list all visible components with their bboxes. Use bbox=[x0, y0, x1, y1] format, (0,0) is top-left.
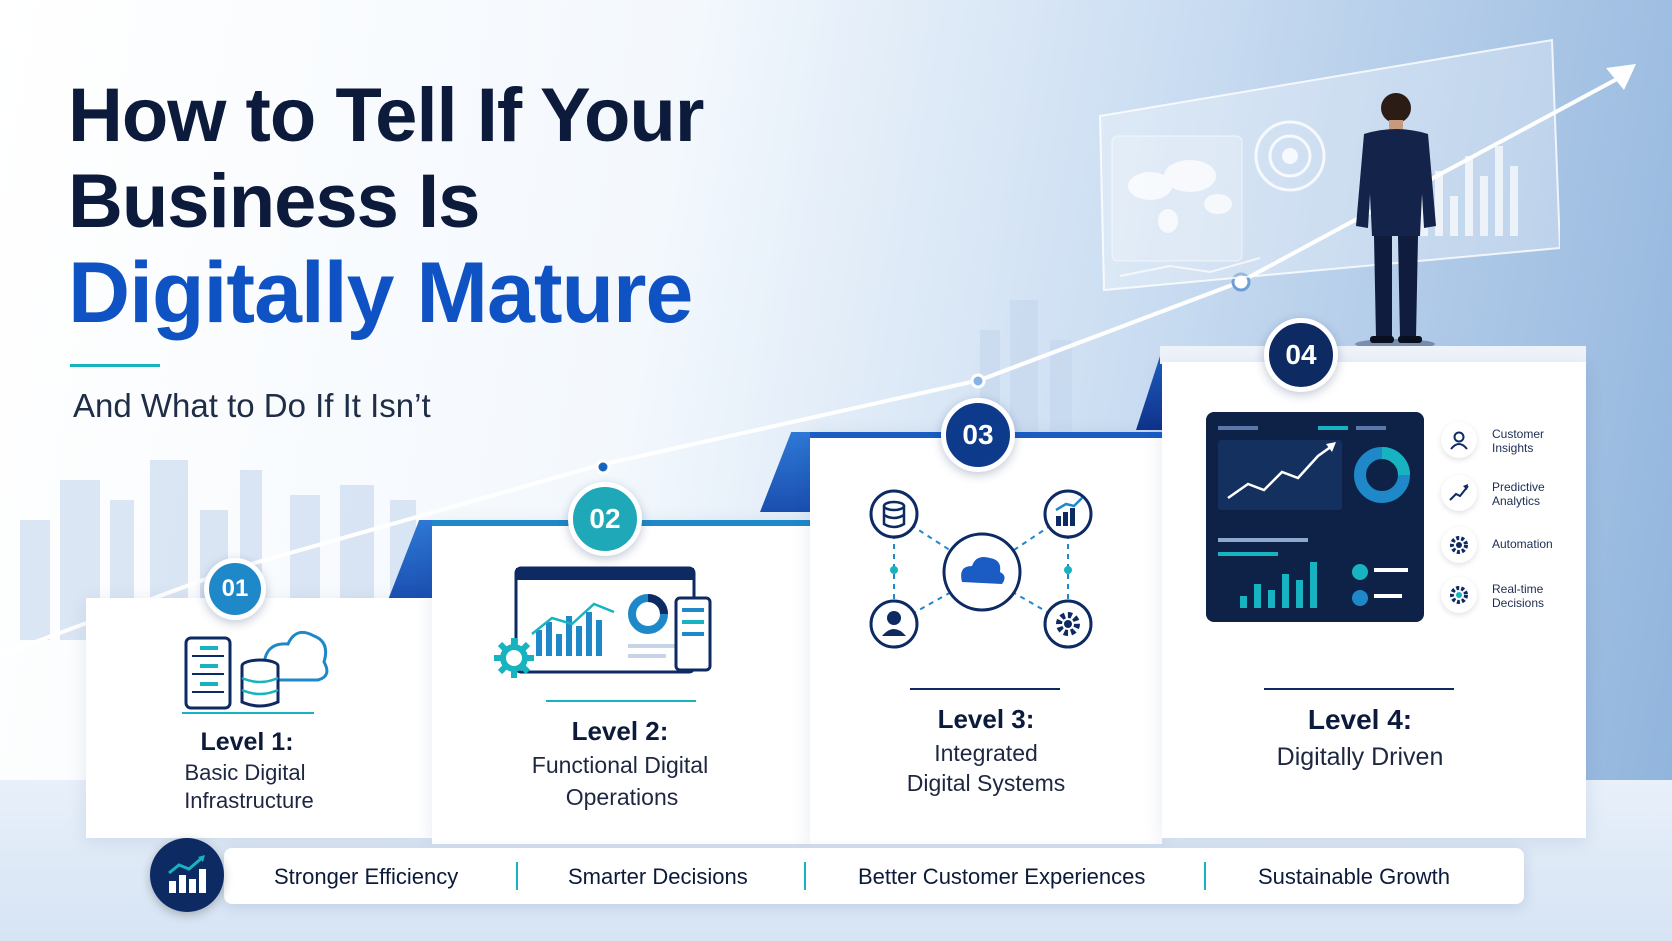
predictive-analytics-icon bbox=[1441, 475, 1477, 511]
level-4-title: Level 4: bbox=[1307, 704, 1413, 735]
level-1-line-1: Basic Digital bbox=[184, 760, 306, 785]
level-1-divider bbox=[182, 712, 314, 714]
benefit-separator bbox=[804, 862, 806, 890]
level-2-badge: 02 bbox=[568, 482, 642, 556]
holographic-dashboard bbox=[1098, 38, 1560, 292]
title-line-3: Digitally Mature bbox=[68, 245, 693, 341]
level-2-title: Level 2: bbox=[571, 716, 669, 746]
benefit-separator bbox=[1204, 862, 1206, 890]
level-3-line-2: Digital Systems bbox=[906, 770, 1066, 796]
subtitle: And What to Do If It Isn’t bbox=[73, 387, 431, 424]
feature-automation: Automation bbox=[1492, 537, 1553, 551]
title-line-2: Business Is bbox=[68, 159, 480, 244]
level-4-badge: 04 bbox=[1264, 318, 1338, 392]
level-2-line-2: Operations bbox=[565, 784, 679, 810]
benefit-sustainable-growth: Sustainable Growth bbox=[1258, 864, 1450, 889]
benefit-smarter-decisions: Smarter Decisions bbox=[568, 864, 748, 889]
level-3-divider bbox=[910, 688, 1060, 690]
level-2-line-1: Functional Digital bbox=[531, 752, 709, 778]
level-1-title: Level 1: bbox=[200, 728, 294, 756]
dashboard-devices-icon bbox=[494, 566, 712, 678]
analytics-dashboard-screen bbox=[1206, 412, 1424, 622]
benefits-bar: Stronger Efficiency Smarter Decisions Be… bbox=[224, 848, 1524, 904]
benefit-better-customer-experiences: Better Customer Experiences bbox=[858, 864, 1146, 889]
title-line-1: How to Tell If Your bbox=[68, 73, 704, 158]
growth-chart-icon bbox=[150, 838, 224, 912]
growth-trend-line bbox=[0, 70, 1632, 657]
level-4-line-1: Digitally Driven bbox=[1276, 743, 1444, 771]
businessman-figure bbox=[1355, 93, 1436, 349]
level-1-card bbox=[86, 598, 432, 838]
realtime-decisions-icon bbox=[1441, 577, 1477, 613]
level-2-divider bbox=[546, 700, 696, 702]
level-4-divider bbox=[1264, 688, 1454, 690]
server-cloud-icon bbox=[184, 630, 329, 710]
level-3-line-1: Integrated bbox=[934, 740, 1038, 766]
level-1-line-2: Infrastructure bbox=[184, 788, 314, 813]
level-3-card bbox=[810, 432, 1162, 844]
level-3-badge: 03 bbox=[941, 398, 1015, 472]
integrated-network-icon bbox=[869, 489, 1093, 649]
level-3-title: Level 3: bbox=[937, 704, 1035, 734]
automation-icon bbox=[1441, 527, 1477, 563]
customer-insights-icon bbox=[1441, 422, 1477, 458]
benefit-separator bbox=[516, 862, 518, 890]
title-accent-line bbox=[70, 364, 160, 367]
benefit-stronger-efficiency: Stronger Efficiency bbox=[274, 864, 459, 889]
level-1-badge: 01 bbox=[204, 558, 266, 620]
